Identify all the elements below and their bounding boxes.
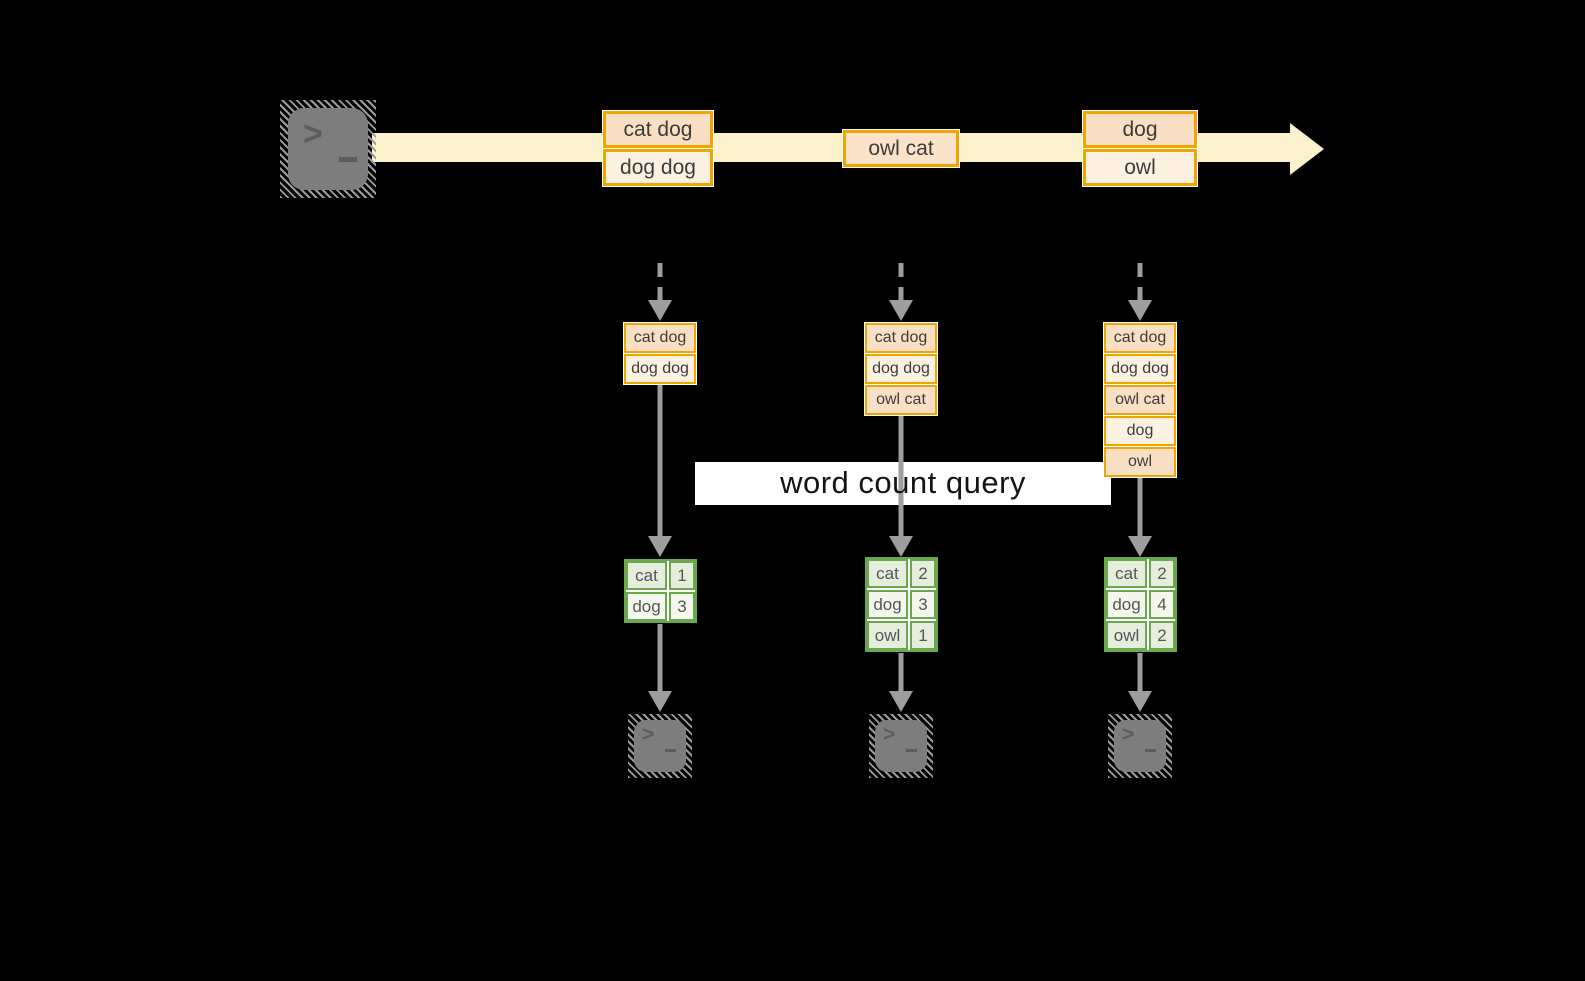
word-cell: cat [867,559,908,588]
count-cell: 3 [910,590,936,619]
prompt-chevron-icon: > [303,115,323,153]
prompt-chevron-icon: > [642,723,655,746]
count-cell: 1 [669,561,695,590]
word-cell: owl [1106,621,1147,650]
prompt-underscore-icon [339,157,357,162]
arrowhead-icon [889,691,913,712]
terminal-screen: > [1114,720,1166,772]
stream-batch-3: dog owl [1082,110,1198,187]
stream-record: owl cat [843,130,959,167]
arrowhead-icon [648,536,672,557]
stream-arrowhead-icon [1290,123,1324,175]
buffer-record: cat dog [624,323,696,353]
count-cell: 2 [1149,559,1175,588]
dashed-arrowhead-icon [648,300,672,321]
terminal-screen: > [634,720,686,772]
dashed-arrowhead-icon [1128,300,1152,321]
buffer-record: owl [1104,447,1176,477]
prompt-underscore-icon [1145,749,1156,752]
word-cell: cat [1106,559,1147,588]
prompt-underscore-icon [665,749,676,752]
buffer-record: dog dog [865,354,937,384]
dashed-arrowhead-icon [889,300,913,321]
record-buffer-1: cat dog dog dog [623,322,697,385]
buffer-record: owl cat [1104,385,1176,415]
word-cell: dog [867,590,908,619]
buffer-record: dog dog [624,354,696,384]
stream-record: dog [1083,111,1197,148]
prompt-underscore-icon [906,749,917,752]
word-cell: cat [626,561,667,590]
terminal-screen: > [875,720,927,772]
buffer-record: owl cat [865,385,937,415]
prompt-chevron-icon: > [1122,723,1135,746]
stream-record: cat dog [603,111,713,148]
buffer-record: cat dog [1104,323,1176,353]
result-table-1: cat 1 dog 3 [624,559,697,623]
word-cell: dog [626,592,667,621]
stream-batch-1: cat dog dog dog [602,110,714,187]
count-cell: 1 [910,621,936,650]
arrowhead-icon [1128,691,1152,712]
query-label: word count query [780,464,1026,500]
buffer-record: dog [1104,416,1176,446]
sink-terminal-icon: > [628,714,692,778]
record-buffer-2: cat dog dog dog owl cat [864,322,938,416]
stream-record: dog dog [603,149,713,186]
count-cell: 2 [910,559,936,588]
buffer-record: dog dog [1104,354,1176,384]
count-cell: 2 [1149,621,1175,650]
terminal-screen: > [288,108,368,190]
stream-batch-2: owl cat [842,129,960,168]
result-table-3: cat 2 dog 4 owl 2 [1104,557,1177,652]
buffer-record: cat dog [865,323,937,353]
record-buffer-3: cat dog dog dog owl cat dog owl [1103,322,1177,478]
count-cell: 4 [1149,590,1175,619]
arrowhead-icon [889,536,913,557]
arrowhead-icon [648,691,672,712]
sink-terminal-icon: > [1108,714,1172,778]
word-cell: owl [867,621,908,650]
count-cell: 3 [669,592,695,621]
stream-record: owl [1083,149,1197,186]
result-table-2: cat 2 dog 3 owl 1 [865,557,938,652]
source-terminal-icon: > [280,100,376,198]
arrowhead-icon [1128,536,1152,557]
sink-terminal-icon: > [869,714,933,778]
word-cell: dog [1106,590,1147,619]
prompt-chevron-icon: > [883,723,896,746]
